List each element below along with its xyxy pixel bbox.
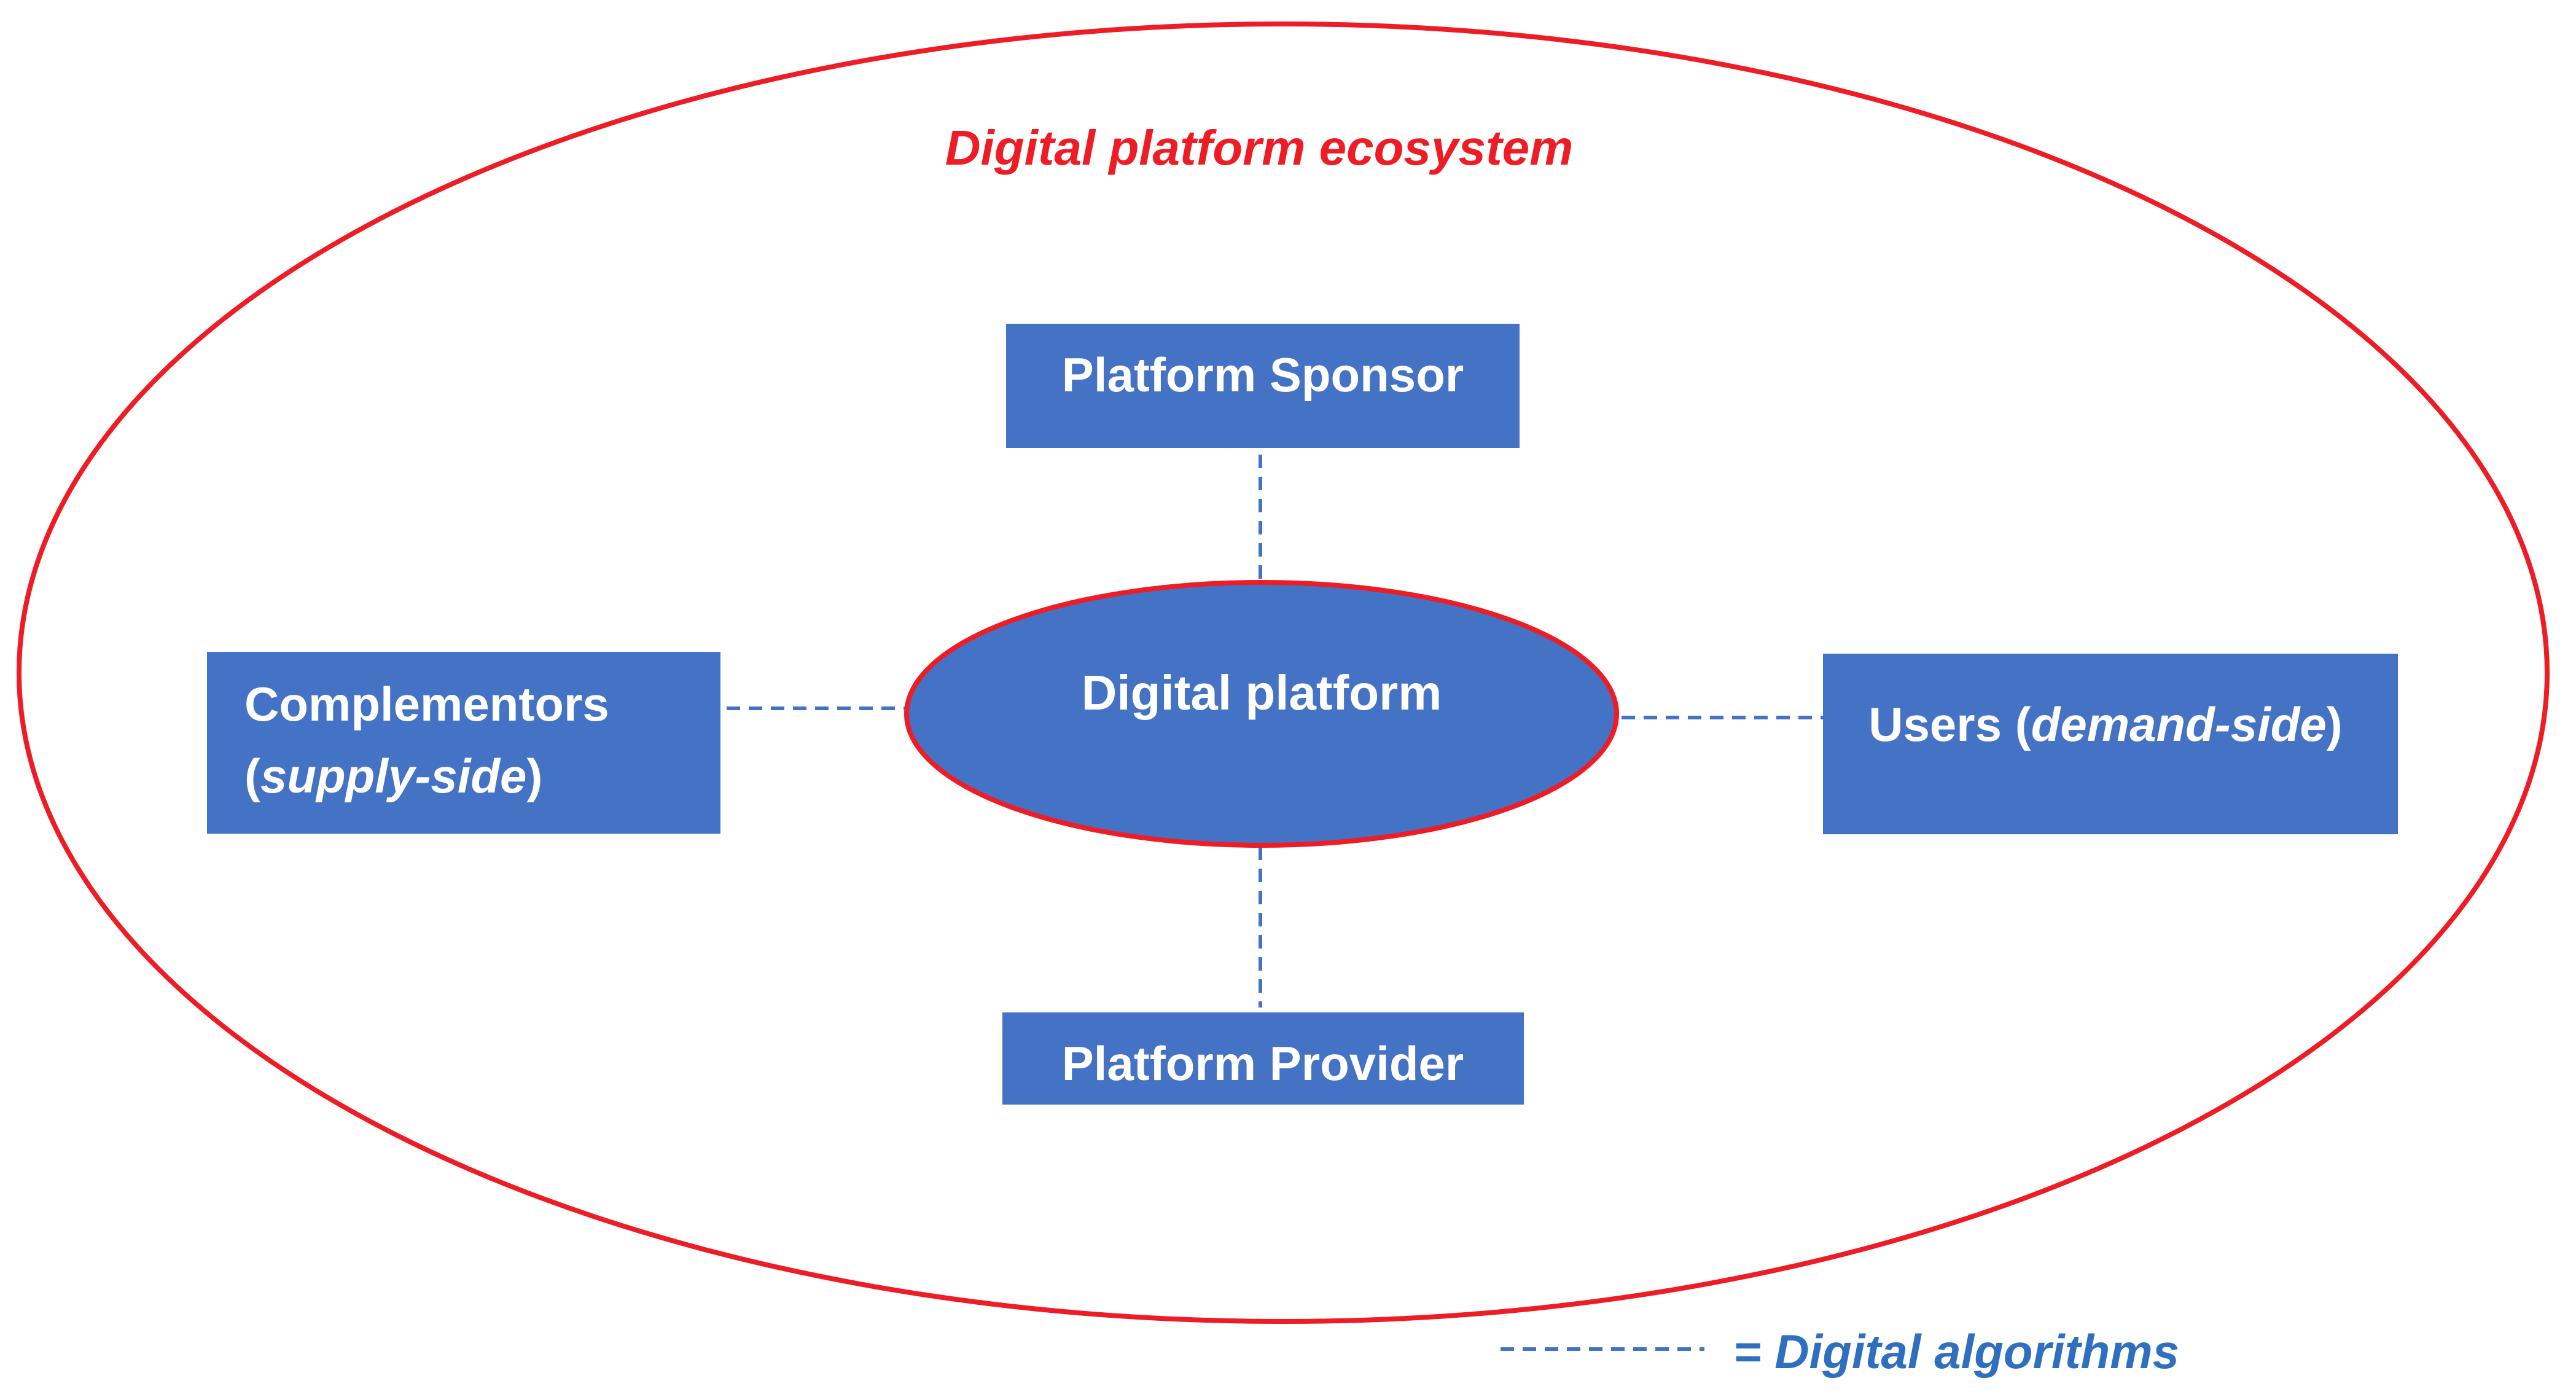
digital-platform-label: Digital platform <box>1082 665 1442 720</box>
legend-label: = Digital algorithms <box>1733 1325 2179 1379</box>
legend: = Digital algorithms <box>1501 1325 2179 1379</box>
users-label: Users (demand-side) <box>1868 697 2343 751</box>
ecosystem-title: Digital platform ecosystem <box>945 120 1574 175</box>
platform-sponsor-label: Platform Sponsor <box>1062 348 1464 402</box>
platform-sponsor-node: Platform Sponsor <box>1006 324 1520 448</box>
platform-provider-node: Platform Provider <box>1002 1012 1524 1105</box>
ecosystem-boundary <box>17 22 2550 1324</box>
complementors-sublabel: (supply-side) <box>244 749 542 803</box>
complementors-node: Complementors (supply-side) <box>207 652 720 834</box>
complementors-label: Complementors <box>244 677 609 731</box>
users-node: Users (demand-side) <box>1823 654 2398 834</box>
platform-provider-label: Platform Provider <box>1062 1036 1464 1090</box>
digital-platform-node: Digital platform <box>904 580 1619 848</box>
